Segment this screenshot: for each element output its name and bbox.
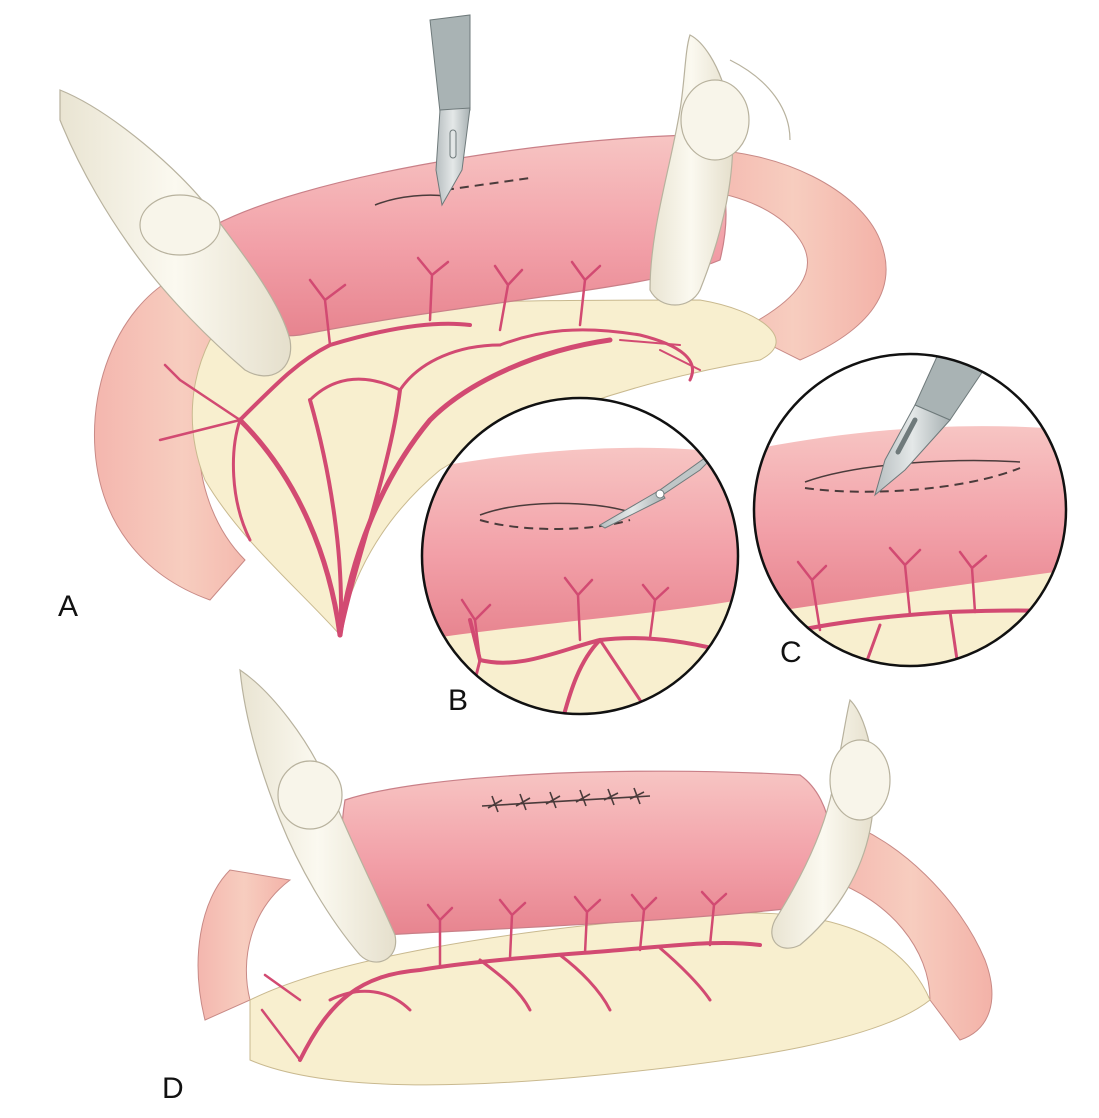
panel-c-inset xyxy=(752,352,1068,668)
glove-left-a xyxy=(59,89,292,377)
vessels-d xyxy=(260,890,762,1062)
bowel-loop-left-d xyxy=(197,869,292,1021)
panel-b-inset xyxy=(420,396,740,716)
panel-label-d: D xyxy=(162,1072,184,1105)
suture-line-d xyxy=(481,787,651,813)
panel-d-illustration xyxy=(197,668,993,1086)
glove-left-d xyxy=(239,668,397,963)
panel-label-c: C xyxy=(780,636,802,669)
glove-right-a xyxy=(649,34,791,306)
panel-label-b: B xyxy=(448,684,468,717)
scalpel-c xyxy=(874,354,986,497)
scalpel-a xyxy=(429,14,471,207)
bowel-loop-right-d xyxy=(829,819,993,1041)
glove-right-d xyxy=(771,698,891,949)
bowel-loop-right xyxy=(699,149,887,361)
panel-label-a: A xyxy=(58,590,78,623)
panel-a-illustration xyxy=(59,14,887,638)
mesentery-d xyxy=(249,912,931,1086)
vessels-a xyxy=(158,256,701,638)
